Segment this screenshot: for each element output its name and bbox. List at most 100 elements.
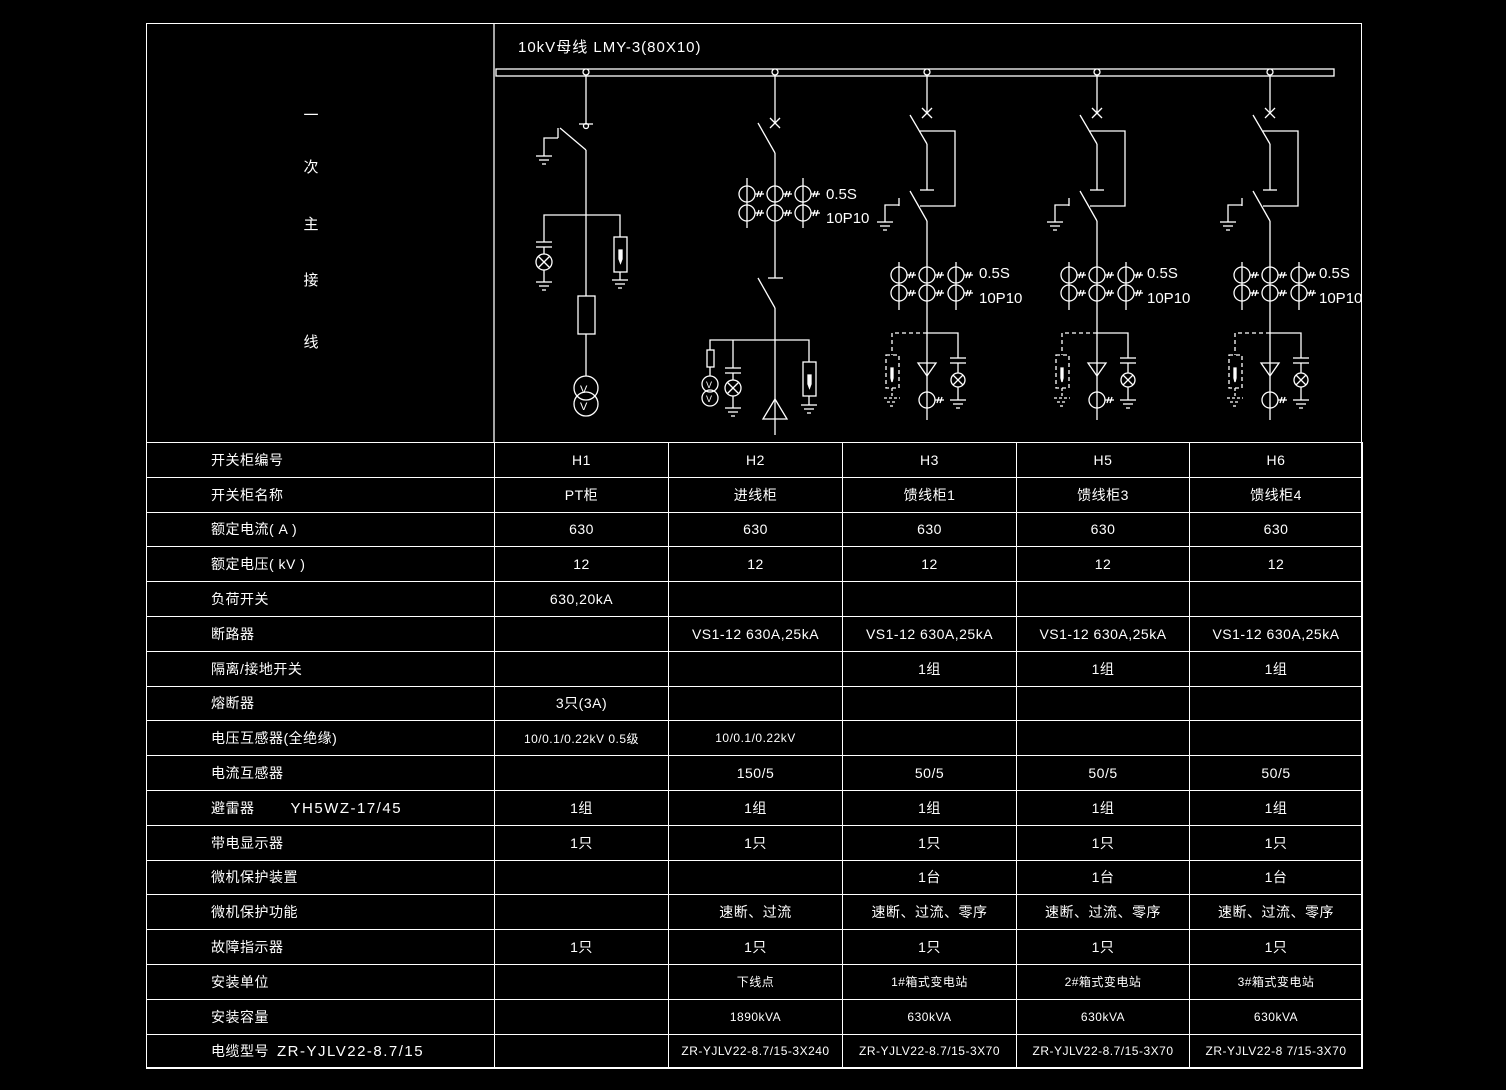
table-cell: 10/0.1/0.22kV	[668, 720, 843, 757]
table-cell: 速断、过流、零序	[842, 894, 1017, 931]
table-cell: 3只(3A)	[494, 685, 669, 722]
table-cell: 1只	[668, 824, 843, 861]
table-cell: H5	[1016, 442, 1190, 478]
table-cell	[1189, 720, 1363, 757]
feeder-h3-circuit	[877, 69, 973, 420]
h2-ct-accuracy-label: 0.5S	[826, 186, 857, 203]
svg-text:V: V	[706, 380, 712, 390]
section-label-char: 线	[303, 334, 319, 351]
h3-ct-protection-label: 10P10	[979, 290, 1022, 307]
row-label-cell: 开关柜编号	[146, 442, 495, 478]
feeder-h6-circuit	[1220, 69, 1316, 420]
table-cell: 12	[494, 546, 669, 583]
table-cell: 2#箱式变电站	[1016, 963, 1190, 1000]
svg-text:V: V	[580, 384, 588, 396]
table-cell: H1	[494, 442, 669, 478]
table-cell: 630,20kA	[494, 581, 669, 617]
table-cell: 速断、过流、零序	[1016, 894, 1190, 931]
table-cell	[668, 581, 843, 617]
table-cell	[1016, 685, 1190, 722]
table-cell	[494, 998, 669, 1035]
busbar-title: 10kV母线 LMY-3(80X10)	[518, 39, 702, 56]
row-label-cell: 避雷器 YH5WZ-17/45	[146, 789, 495, 826]
table-cell: 630	[494, 511, 669, 548]
svg-text:V: V	[580, 401, 588, 413]
busbar	[495, 68, 1335, 77]
h6-ct-accuracy-label: 0.5S	[1319, 265, 1350, 282]
table-cell: 1组	[494, 789, 669, 826]
table-cell: 馈线柜1	[842, 476, 1017, 513]
table-cell	[494, 894, 669, 931]
table-cell: 1组	[842, 789, 1017, 826]
table-cell: VS1-12 630A,25kA	[1189, 615, 1363, 652]
table-cell: VS1-12 630A,25kA	[668, 615, 843, 652]
table-cell: 630	[842, 511, 1017, 548]
table-cell: ZR-YJLV22-8.7/15-3X240	[668, 1033, 843, 1070]
table-cell: 1只	[842, 929, 1017, 965]
h5-ct-accuracy-label: 0.5S	[1147, 265, 1178, 282]
row-label-cell: 带电显示器	[146, 824, 495, 861]
table-cell: 1只	[668, 929, 843, 965]
table-cell: ZR-YJLV22-8 7/15-3X70	[1189, 1033, 1363, 1070]
row-label: 故障指示器	[211, 939, 284, 956]
table-cell	[842, 581, 1017, 617]
row-label-cell: 电压互感器(全绝缘)	[146, 720, 495, 757]
table-cell: 12	[842, 546, 1017, 583]
row-label: 电流互感器	[211, 765, 284, 782]
section-label-char: 接	[303, 272, 319, 289]
row-label: 避雷器	[211, 799, 255, 816]
row-label-cell: 额定电流( A )	[146, 511, 495, 548]
h5-ct-protection-label: 10P10	[1147, 290, 1190, 307]
row-model: YH5WZ-17/45	[290, 799, 403, 817]
table-cell: VS1-12 630A,25kA	[1016, 615, 1190, 652]
table-cell: 1组	[1189, 650, 1363, 687]
table-cell: 1只	[1016, 824, 1190, 861]
table-cell	[494, 755, 669, 791]
table-cell: 50/5	[842, 755, 1017, 791]
table-cell: 进线柜	[668, 476, 843, 513]
section-label-char: 次	[303, 159, 319, 176]
table-cell	[494, 963, 669, 1000]
table-cell: 150/5	[668, 755, 843, 791]
table-cell: 1台	[1016, 859, 1190, 896]
table-cell: 12	[1189, 546, 1363, 583]
table-cell	[1016, 720, 1190, 757]
row-label: 微机保护装置	[211, 869, 298, 886]
table-cell: 630kVA	[842, 998, 1017, 1035]
row-model: ZR-YJLV22-8.7/15	[277, 1043, 425, 1061]
table-cell: 1台	[1189, 859, 1363, 896]
feeder-h5-circuit	[1047, 69, 1143, 420]
row-label-cell: 熔断器	[146, 685, 495, 722]
table-cell	[842, 720, 1017, 757]
table-cell: 1只	[494, 824, 669, 861]
table-cell: 1只	[1016, 929, 1190, 965]
table-cell: 1890kVA	[668, 998, 843, 1035]
table-cell: 馈线柜4	[1189, 476, 1363, 513]
row-label: 电压互感器(全绝缘)	[211, 730, 338, 747]
table-cell: 1只	[1189, 929, 1363, 965]
row-label-cell: 额定电压( kV )	[146, 546, 495, 583]
table-cell	[668, 859, 843, 896]
table-cell: 馈线柜3	[1016, 476, 1190, 513]
row-label: 开关柜编号	[211, 451, 284, 468]
table-cell: 630kVA	[1016, 998, 1190, 1035]
table-cell: ZR-YJLV22-8.7/15-3X70	[1016, 1033, 1190, 1070]
row-label-cell: 安装容量	[146, 998, 495, 1035]
table-cell: 1台	[842, 859, 1017, 896]
table-row: 微机保护功能速断、过流速断、过流、零序速断、过流、零序速断、过流、零序	[146, 894, 1363, 931]
table-cell: 1组	[1189, 789, 1363, 826]
table-cell	[842, 685, 1017, 722]
row-label: 安装单位	[211, 973, 269, 990]
h3-ct-accuracy-label: 0.5S	[979, 265, 1010, 282]
